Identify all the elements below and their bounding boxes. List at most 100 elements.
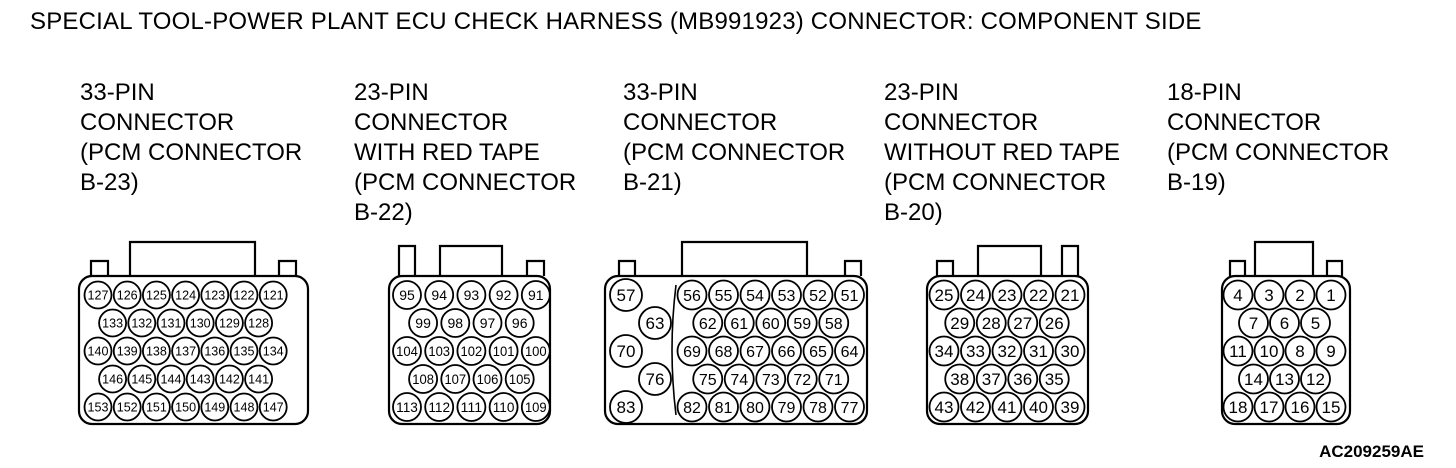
connector-1-pin-133 <box>98 308 127 338</box>
pin-label: 11 <box>1229 342 1247 361</box>
connector-label-b19: 18-PIN CONNECTOR (PCM CONNECTOR B-19) <box>1167 79 1390 196</box>
connector-1-pin-130 <box>185 308 215 338</box>
pin-label: 1 <box>1326 286 1335 305</box>
connector-3-pin-52 <box>802 279 834 311</box>
connector-1-latch-1 <box>89 259 110 276</box>
pin-label: 152 <box>117 400 138 415</box>
pin-label: 139 <box>117 344 138 359</box>
connector-4-pin-21 <box>1054 279 1086 311</box>
connector-4-pin-37 <box>975 363 1007 395</box>
pin-label: 37 <box>982 370 1001 389</box>
connector-1-latch-2 <box>277 259 298 276</box>
connector-3-pin-81 <box>708 391 739 423</box>
pin-label: 38 <box>950 370 969 389</box>
connector-2-pin-101 <box>488 336 519 366</box>
connector-3-pin-64 <box>834 335 865 367</box>
connector-4-pin-29 <box>944 307 976 339</box>
pin-label: 12 <box>1306 370 1325 389</box>
connector-3-latch-1 <box>617 259 637 276</box>
pin-label: 101 <box>493 343 515 359</box>
connector-3-pin-77 <box>834 391 865 423</box>
pin-label: 18 <box>1229 398 1248 417</box>
pin-label: 125 <box>146 288 167 303</box>
connector-3-pin-73 <box>755 363 787 395</box>
connector-5-latch-2 <box>1325 259 1344 276</box>
connector-5-pin-18 <box>1222 391 1254 423</box>
connector-3-pin-70 <box>609 334 643 368</box>
connector-3-pin-53 <box>771 279 802 311</box>
pin-label: 150 <box>175 400 196 415</box>
connector-2-pin-95 <box>392 280 422 310</box>
connector-2-pin-92 <box>488 280 519 310</box>
pin-label: 134 <box>263 344 284 359</box>
connector-label-b22: 23-PIN CONNECTOR WITH RED TAPE (PCM CONN… <box>354 79 577 226</box>
pin-label: 153 <box>88 400 109 415</box>
figure-id: AC209259AE <box>1319 442 1424 461</box>
pin-label: 66 <box>778 344 796 361</box>
connector-5-latch-1 <box>1228 259 1247 276</box>
pin-label: 97 <box>480 315 496 331</box>
pin-label: 26 <box>1045 314 1064 333</box>
connector-1-pin-128 <box>244 308 274 338</box>
connector-5-pin-9 <box>1315 335 1347 367</box>
connector-4-pin-27 <box>1007 307 1039 339</box>
connector-4-latch-1 <box>935 259 955 276</box>
pin-label: 80 <box>746 400 764 417</box>
connector-5-pin-1 <box>1315 279 1347 311</box>
connector-5-pin-7 <box>1238 307 1269 339</box>
connector-4-pin-41 <box>991 391 1023 423</box>
connector-2-key <box>438 244 504 276</box>
pin-label: 138 <box>146 344 167 359</box>
pin-label: 74 <box>730 372 748 389</box>
pin-label: 31 <box>1029 342 1048 361</box>
pin-label: 7 <box>1249 314 1258 333</box>
connector-3-pin-61 <box>723 307 755 339</box>
connector-1-housing <box>77 274 310 426</box>
connector-2-latch-1 <box>397 244 417 276</box>
connector-2-pin-112 <box>424 392 455 422</box>
pin-label: 92 <box>496 287 512 303</box>
connector-4-pin-40 <box>1023 391 1054 423</box>
pin-label: 3 <box>1264 286 1273 305</box>
pin-label: 39 <box>1061 398 1080 417</box>
pin-label: 141 <box>248 372 269 387</box>
connector-1-pin-137 <box>171 336 201 366</box>
pin-label: 52 <box>809 288 827 305</box>
connector-3-pin-54 <box>739 279 771 311</box>
connector-3-pin-62 <box>692 307 724 339</box>
pin-label: 27 <box>1013 314 1032 333</box>
connector-3-pin-76 <box>638 362 672 396</box>
connector-1-pin-153 <box>83 392 113 422</box>
pin-label: 67 <box>746 344 764 361</box>
pin-label: 30 <box>1061 342 1080 361</box>
pin-label: 79 <box>778 400 796 417</box>
connector-5-key <box>1253 240 1315 276</box>
pin-label: 61 <box>730 316 748 333</box>
connector-3-pin-80 <box>739 391 771 423</box>
pin-label: 16 <box>1291 398 1310 417</box>
connector-5-pin-6 <box>1269 307 1300 339</box>
connector-3-pin-71 <box>818 363 850 395</box>
pin-label: 103 <box>428 343 450 359</box>
connector-5-pin-11 <box>1222 335 1254 367</box>
connector-3-pin-79 <box>771 391 802 423</box>
connector-5-pin-8 <box>1284 335 1316 367</box>
pin-label: 135 <box>234 344 255 359</box>
connector-4-pin-38 <box>944 363 976 395</box>
connector-1-pin-152 <box>112 392 142 422</box>
connector-1-pin-139 <box>112 336 142 366</box>
connector-label-b23: 33-PIN CONNECTOR (PCM CONNECTOR B-23) <box>80 79 303 196</box>
connector-3-latch-2 <box>843 259 863 276</box>
connector-4-pin-32 <box>991 335 1023 367</box>
connector-2-pin-110 <box>488 392 519 422</box>
connector-1-pin-149 <box>200 392 230 422</box>
pin-label: 83 <box>617 398 636 417</box>
pin-label: 130 <box>190 316 211 331</box>
pin-label: 2 <box>1295 286 1304 305</box>
pin-label: 109 <box>525 399 547 415</box>
connector-3-pin-75 <box>692 363 724 395</box>
connector-3-pin-78 <box>802 391 834 423</box>
pin-label: 55 <box>715 288 733 305</box>
pin-label: 151 <box>146 400 167 415</box>
